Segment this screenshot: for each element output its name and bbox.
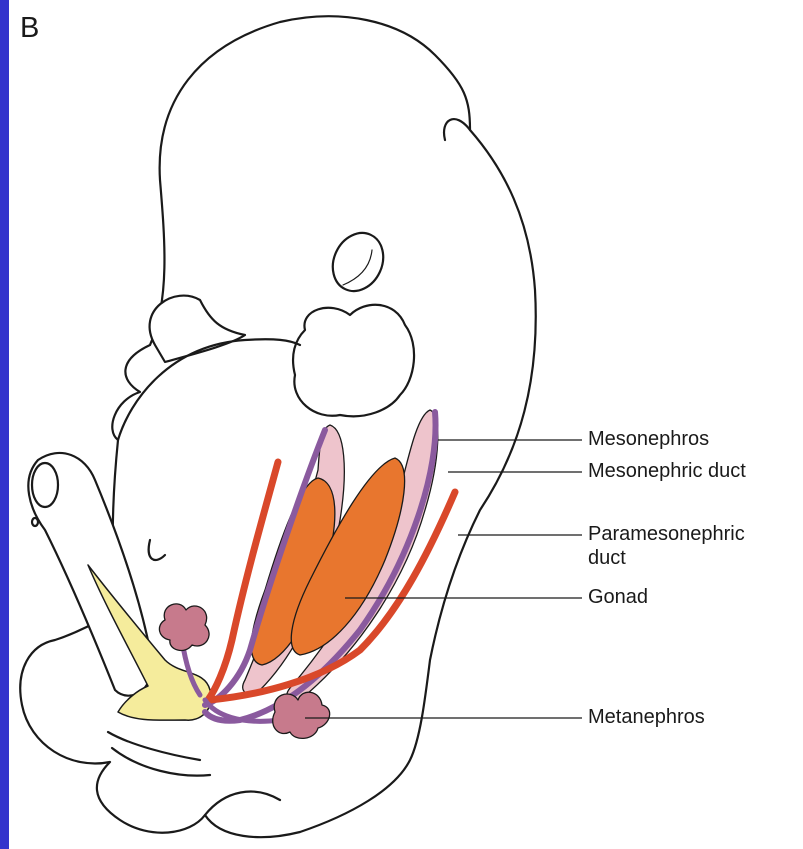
label-mesonephric-duct: Mesonephric duct bbox=[588, 460, 746, 483]
umbilical-vessel bbox=[32, 518, 38, 526]
limb-bud bbox=[293, 305, 414, 417]
label-paramesonephric-duct-2: duct bbox=[588, 547, 626, 570]
label-paramesonephric-duct: Paramesonephric bbox=[588, 523, 745, 546]
label-mesonephros: Mesonephros bbox=[588, 428, 709, 451]
label-metanephros: Metanephros bbox=[588, 706, 705, 729]
label-gonad: Gonad bbox=[588, 586, 648, 609]
